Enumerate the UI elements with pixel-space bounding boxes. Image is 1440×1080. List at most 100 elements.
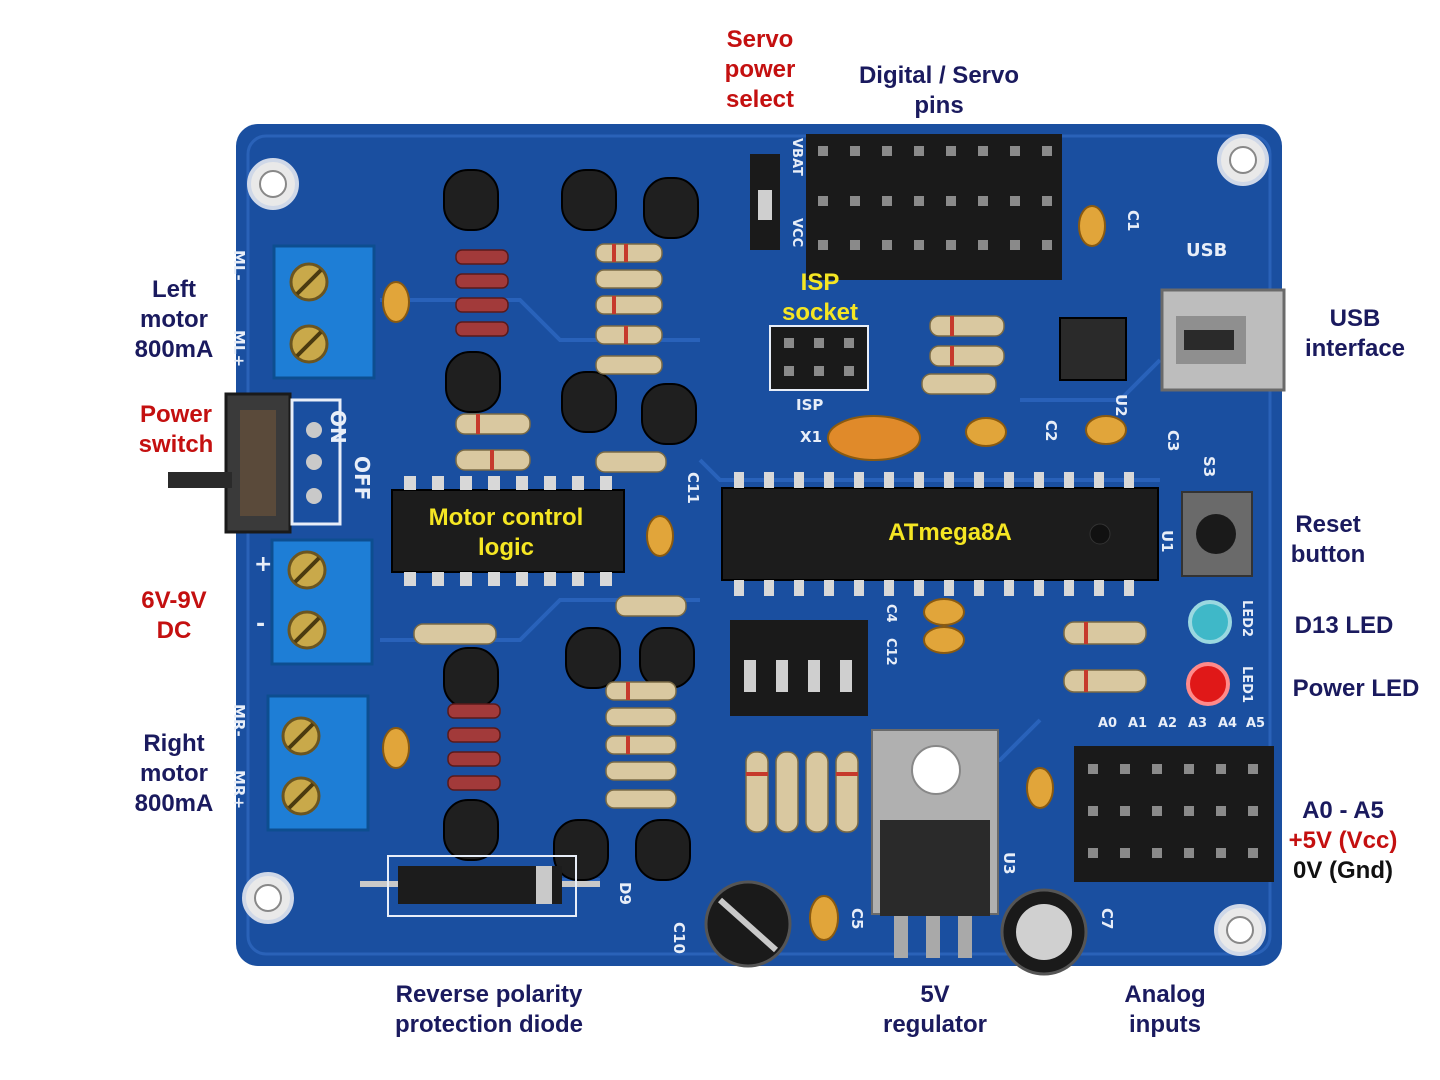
silk-mr-minus: MR- [230, 704, 248, 737]
analog-inputs-line-2: inputs [1129, 1011, 1201, 1038]
atmega-label: ATmega8A [888, 519, 1012, 546]
supply-line-1: 6V-9V [141, 587, 207, 614]
usb-connector [1160, 288, 1286, 392]
power-led-part [1186, 662, 1230, 706]
silk-led1: LED1 [1239, 666, 1254, 704]
power-switch [168, 392, 342, 534]
servo-power-select-line-2: power [724, 56, 796, 83]
analog-header-line-1: A0 - A5 [1302, 797, 1384, 824]
silk-led2: LED2 [1239, 600, 1254, 638]
regulator-line-1: 5V [920, 981, 950, 1008]
supply-line-2: DC [156, 617, 192, 644]
silk-minus: - [256, 612, 266, 637]
reset-button-part [1181, 491, 1253, 577]
isp-header [769, 325, 869, 391]
transistors [443, 169, 699, 881]
d13-led-part [1188, 600, 1232, 644]
isp-socket-line-1: ISP [800, 269, 840, 296]
digital-servo-pins-line-2: pins [914, 92, 964, 119]
servo-power-select-line-1: Servo [726, 26, 794, 53]
capacitors [382, 205, 1127, 941]
silk-ml-minus: ML- [230, 250, 248, 281]
digital-servo-header [806, 134, 1062, 280]
servo-power-jumper [750, 154, 780, 250]
supply-label: 6V-9V DC [114, 586, 234, 646]
silk-c7: C7 [1098, 908, 1116, 930]
analog-header [1074, 746, 1274, 882]
silk-c11: C11 [684, 472, 702, 504]
reverse-diode-label: Reverse polarity protection diode [378, 980, 600, 1040]
power-switch-line-1: Power [139, 401, 213, 428]
motor-logic-ic [391, 476, 625, 586]
silk-a0: A0 [1098, 716, 1118, 731]
silk-a4: A4 [1218, 716, 1238, 731]
right-motor-label: Right motor 800mA [118, 729, 230, 819]
silk-c1: C1 [1124, 210, 1142, 232]
usb-interface-label: USB interface [1294, 304, 1416, 364]
usb-bridge-chip [1059, 317, 1127, 381]
silk-ml-plus: ML+ [230, 330, 248, 368]
silk-isp: ISP [796, 396, 824, 414]
silk-c12: C12 [883, 638, 898, 666]
reverse-diode-line-1: Reverse polarity [395, 981, 583, 1008]
analog-header-line-2: +5V (Vcc) [1288, 827, 1398, 854]
power-terminal [270, 538, 374, 666]
right-motor-terminal [266, 694, 370, 832]
silk-plus: + [254, 552, 273, 577]
left-motor-terminal [272, 244, 376, 380]
silk-c2: C2 [1042, 420, 1060, 442]
left-motor-label: Left motor 800mA [118, 275, 230, 365]
d13-led-label: D13 LED [1294, 612, 1394, 639]
motor-logic-line-1: Motor control [428, 504, 584, 531]
silk-c3: C3 [1164, 430, 1182, 452]
right-motor-line-1: Right [143, 730, 205, 757]
reset-button-line-2: button [1290, 541, 1366, 568]
silk-a1: A1 [1128, 716, 1148, 731]
motor-pin-header [730, 620, 868, 716]
silk-a2: A2 [1158, 716, 1178, 731]
usb-interface-line-2: interface [1304, 335, 1406, 362]
silk-d9: D9 [616, 882, 634, 905]
resistors [413, 243, 1147, 833]
usb-interface-line-1: USB [1329, 305, 1381, 332]
silk-u1: U1 [1158, 530, 1176, 553]
silk-s3: S3 [1200, 456, 1218, 478]
power-switch-label: Power switch [116, 400, 236, 460]
mounting-holes [242, 134, 1269, 956]
silk-a5: A5 [1246, 716, 1266, 731]
analog-inputs-line-1: Analog [1124, 981, 1206, 1008]
silk-x1: X1 [800, 428, 823, 446]
silk-c4: C4 [883, 604, 898, 623]
silk-u3: U3 [1000, 852, 1018, 875]
analog-header-line-3: 0V (Gnd) [1293, 857, 1393, 884]
digital-servo-pins-label: Digital / Servo pins [828, 61, 1050, 121]
isp-socket-line-2: socket [781, 299, 859, 326]
regulator-label: 5V regulator [870, 980, 1000, 1040]
regulator-part [871, 729, 999, 958]
reset-button-line-1: Reset [1295, 511, 1361, 538]
isp-socket-label: ISP socket [772, 268, 868, 328]
digital-servo-pins-line-1: Digital / Servo [858, 62, 1020, 89]
servo-power-select-line-3: select [725, 86, 795, 113]
right-motor-line-3: 800mA [134, 790, 214, 817]
silk-mr-plus: MR+ [230, 770, 248, 810]
motor-logic-line-2: logic [477, 534, 534, 561]
power-led-label: Power LED [1292, 675, 1420, 702]
power-switch-line-2: switch [138, 431, 214, 458]
electrolytic-capacitors [704, 880, 1088, 976]
analog-header-label: A0 - A5 +5V (Vcc) 0V (Gnd) [1278, 796, 1408, 886]
silk-on: ON [326, 410, 350, 444]
left-motor-line-1: Left [152, 276, 196, 303]
left-motor-line-3: 800mA [134, 336, 214, 363]
silk-c10: C10 [670, 922, 688, 954]
protection-diode [360, 855, 600, 917]
servo-power-select-label: Servo power select [700, 25, 820, 115]
silk-vcc: VCC [789, 218, 804, 248]
regulator-line-2: regulator [882, 1011, 987, 1038]
silk-usb: USB [1186, 240, 1228, 261]
left-motor-line-2: motor [140, 306, 208, 333]
silk-off: OFF [350, 456, 374, 501]
analog-inputs-label: Analog inputs [1104, 980, 1226, 1040]
silk-vbat: VBAT [789, 138, 804, 176]
